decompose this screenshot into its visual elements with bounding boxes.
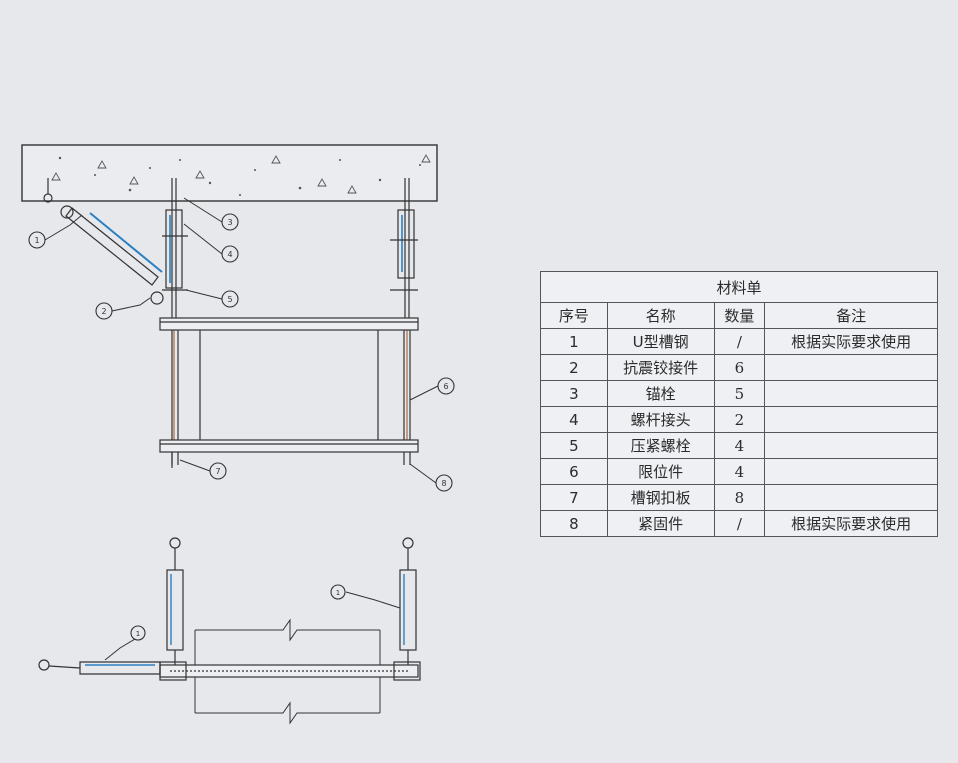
slab-aggregate-triangles bbox=[51, 154, 431, 194]
row-name: U型槽钢 bbox=[606, 328, 715, 355]
diagonal-brace bbox=[43, 178, 164, 305]
callout-8: 8 bbox=[441, 479, 446, 488]
row-no: 3 bbox=[540, 380, 608, 407]
row-note bbox=[764, 406, 938, 433]
row-qty: 5 bbox=[713, 380, 766, 407]
callout-7: 7 bbox=[215, 467, 220, 476]
row-name: 槽钢扣板 bbox=[606, 484, 715, 511]
plan-brace bbox=[38, 659, 161, 675]
lower-channel-beam bbox=[159, 439, 419, 453]
row-qty: 8 bbox=[713, 484, 766, 511]
table-header-row: 序号 名称 数量 备注 bbox=[540, 302, 938, 329]
header-qty: 数量 bbox=[713, 302, 766, 329]
row-qty: / bbox=[713, 328, 766, 355]
table-row: 5 压紧螺栓 4 bbox=[540, 432, 938, 459]
row-note bbox=[764, 380, 938, 407]
row-note bbox=[764, 458, 938, 485]
row-qty: / bbox=[713, 510, 766, 537]
table-row: 2 抗震铰接件 6 bbox=[540, 354, 938, 381]
plan-callout-left: 1 bbox=[136, 630, 140, 638]
leader-lines bbox=[44, 197, 439, 484]
plan-channel-beam bbox=[159, 661, 421, 681]
row-name: 锚栓 bbox=[606, 380, 715, 407]
callout-4: 4 bbox=[227, 250, 232, 259]
row-qty: 2 bbox=[713, 406, 766, 433]
table-row: 4 螺杆接头 2 bbox=[540, 406, 938, 433]
row-note bbox=[764, 354, 938, 381]
callout-6: 6 bbox=[443, 382, 448, 391]
table-row: 3 锚栓 5 bbox=[540, 380, 938, 407]
upper-channel-beam bbox=[159, 317, 419, 331]
material-table: 材料单 序号 名称 数量 备注 1 U型槽钢 / 根据实际要求使用 2 抗震铰接… bbox=[540, 271, 938, 537]
plan-callout-right: 1 bbox=[336, 589, 340, 597]
plan-view: 1 1 bbox=[38, 537, 421, 725]
row-note: 根据实际要求使用 bbox=[764, 328, 938, 355]
slab-aggregate bbox=[58, 156, 421, 196]
row-name: 紧固件 bbox=[606, 510, 715, 537]
row-note bbox=[764, 432, 938, 459]
callout-labels: 1 2 3 4 5 6 7 8 bbox=[34, 218, 448, 488]
row-no: 8 bbox=[540, 510, 608, 537]
plan-left-hanger bbox=[166, 537, 184, 665]
table-row: 8 紧固件 / 根据实际要求使用 bbox=[540, 510, 938, 537]
row-name: 压紧螺栓 bbox=[606, 432, 715, 459]
row-no: 1 bbox=[540, 328, 608, 355]
row-qty: 4 bbox=[713, 432, 766, 459]
callout-5: 5 bbox=[227, 295, 232, 304]
row-no: 2 bbox=[540, 354, 608, 381]
table-row: 6 限位件 4 bbox=[540, 458, 938, 485]
callout-3: 3 bbox=[227, 218, 232, 227]
header-note: 备注 bbox=[764, 302, 938, 329]
table-row: 7 槽钢扣板 8 bbox=[540, 484, 938, 511]
header-no: 序号 bbox=[540, 302, 608, 329]
row-no: 6 bbox=[540, 458, 608, 485]
elevation-view: 1 2 3 4 5 6 7 8 bbox=[21, 144, 455, 492]
header-name: 名称 bbox=[606, 302, 715, 329]
plan-right-hanger bbox=[399, 537, 417, 665]
row-no: 4 bbox=[540, 406, 608, 433]
concrete-slab bbox=[21, 144, 438, 202]
row-no: 5 bbox=[540, 432, 608, 459]
row-note: 根据实际要求使用 bbox=[764, 510, 938, 537]
row-qty: 6 bbox=[713, 354, 766, 381]
table-row: 1 U型槽钢 / 根据实际要求使用 bbox=[540, 328, 938, 355]
row-name: 限位件 bbox=[606, 458, 715, 485]
callout-2: 2 bbox=[101, 307, 106, 316]
callout-circles bbox=[28, 213, 455, 492]
row-name: 螺杆接头 bbox=[606, 406, 715, 433]
row-no: 7 bbox=[540, 484, 608, 511]
row-name: 抗震铰接件 bbox=[606, 354, 715, 381]
material-table-title: 材料单 bbox=[540, 271, 938, 303]
row-note bbox=[764, 484, 938, 511]
callout-1: 1 bbox=[34, 236, 39, 245]
row-qty: 4 bbox=[713, 458, 766, 485]
